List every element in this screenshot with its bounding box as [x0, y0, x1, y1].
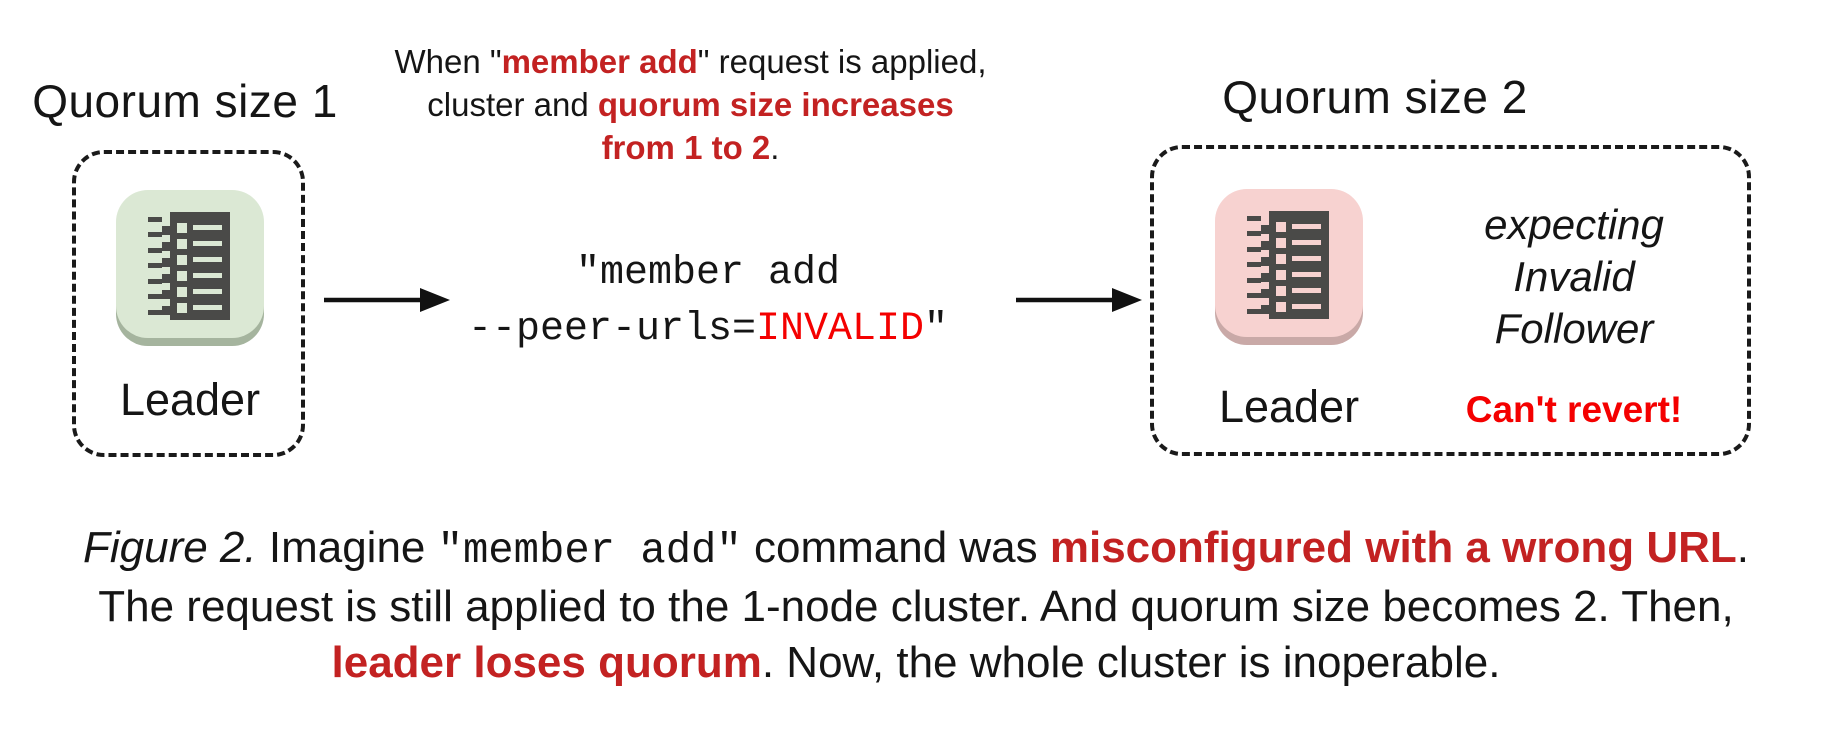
expecting-invalid-follower-note: expecting Invalid Follower	[1424, 199, 1724, 355]
member-add-command: "member add --peer-urls=INVALID"	[408, 246, 1008, 358]
member-add-annotation: When "member add" request is applied, cl…	[368, 40, 1013, 169]
ledger-icon	[1214, 189, 1364, 347]
right-cluster-box: Leader expecting Invalid Follower Can't …	[1150, 145, 1751, 456]
figure-caption: Figure 2. Imagine "member add" command w…	[0, 520, 1832, 691]
arrow-right-icon	[322, 284, 452, 316]
ledger-icon	[115, 190, 265, 348]
annotation-line-2: cluster and quorum size increases	[427, 86, 954, 123]
caption-line-3: leader loses quorum. Now, the whole clus…	[331, 638, 1501, 687]
cant-revert-warning: Can't revert!	[1465, 389, 1683, 430]
arrow-right-icon	[1014, 284, 1144, 316]
caption-line-2: The request is still applied to the 1-no…	[98, 582, 1734, 631]
right-leader-label: Leader	[1218, 381, 1360, 432]
left-cluster-title: Quorum size 1	[32, 75, 338, 127]
command-line-2: --peer-urls=INVALID"	[467, 307, 949, 352]
command-line-1: "member add	[575, 251, 841, 296]
annotation-line-1: When "member add" request is applied,	[394, 43, 987, 80]
expecting-line-1: expecting	[1484, 201, 1664, 248]
left-cluster-box: Leader	[72, 150, 305, 457]
annotation-line-3: from 1 to 2.	[601, 129, 780, 166]
expecting-line-3: Follower	[1494, 305, 1654, 352]
left-leader-label: Leader	[119, 374, 261, 425]
right-cluster-title: Quorum size 2	[1222, 71, 1528, 123]
expecting-line-2: Invalid	[1513, 253, 1635, 300]
caption-line-1: Figure 2. Imagine "member add" command w…	[82, 523, 1749, 575]
